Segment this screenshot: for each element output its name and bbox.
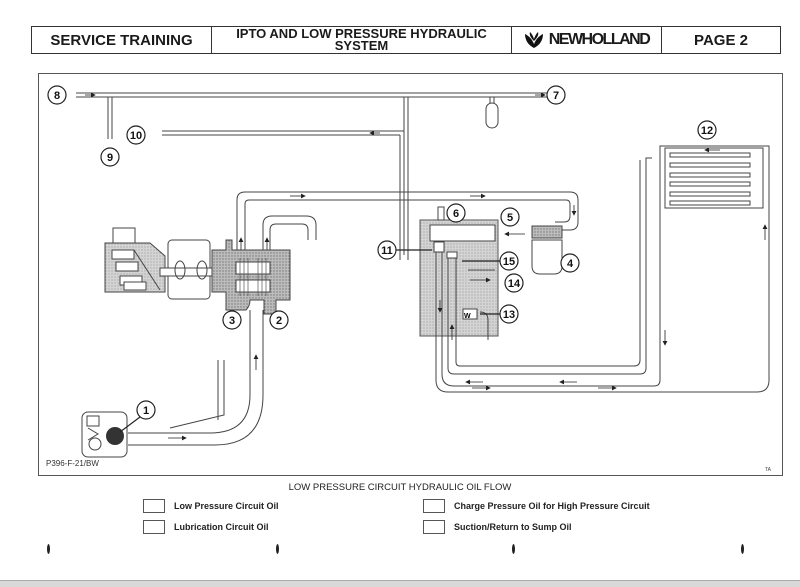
legend-swatch xyxy=(143,499,165,513)
callout-2: 2 xyxy=(269,310,289,330)
callout-14: 14 xyxy=(504,273,524,293)
brand-logo: NEWHOLLAND xyxy=(512,27,662,53)
callout-4: 4 xyxy=(560,253,580,273)
page-title-line1: IPTO AND LOW PRESSURE HYDRAULIC xyxy=(236,26,487,41)
legend-item-low-pressure: Low Pressure Circuit Oil xyxy=(143,499,279,513)
figure-reference: P396-F-21/BW xyxy=(46,459,99,468)
binder-hole-mark xyxy=(512,544,515,554)
callout-8: 8 xyxy=(47,85,67,105)
pressure-line xyxy=(236,191,579,250)
legend-item-charge-pressure: Charge Pressure Oil for High Pressure Ci… xyxy=(423,499,650,513)
oil-filter xyxy=(531,225,563,275)
new-holland-leaf-icon xyxy=(524,32,543,48)
svg-text:1: 1 xyxy=(143,405,149,417)
callout-15: 15 xyxy=(462,251,519,271)
svg-text:14: 14 xyxy=(508,278,521,290)
legend-label: Lubrication Circuit Oil xyxy=(174,522,269,532)
diagram-frame xyxy=(38,73,783,476)
legend-swatch xyxy=(423,520,445,534)
lube-line-top xyxy=(76,92,548,260)
svg-text:10: 10 xyxy=(130,130,142,142)
cooler-fins xyxy=(669,152,751,206)
callout-10: 10 xyxy=(126,125,146,145)
callout-6: 6 xyxy=(446,203,466,223)
svg-text:4: 4 xyxy=(567,258,574,270)
svg-text:5: 5 xyxy=(507,212,513,224)
control-valve-block xyxy=(419,206,499,340)
callout-9: 9 xyxy=(100,147,120,167)
svg-text:6: 6 xyxy=(453,208,459,220)
callout-5: 5 xyxy=(500,207,520,227)
viewer-bottom-edge xyxy=(0,580,800,587)
legend-item-lubrication: Lubrication Circuit Oil xyxy=(143,520,269,534)
legend-item-suction-return: Suction/Return to Sump Oil xyxy=(423,520,572,534)
svg-text:8: 8 xyxy=(54,90,60,102)
valve-label: W xyxy=(464,313,471,320)
legend-swatch xyxy=(423,499,445,513)
callout-12: 12 xyxy=(697,120,717,140)
sump-strainer xyxy=(106,427,124,445)
svg-text:9: 9 xyxy=(107,152,113,164)
svg-text:7: 7 xyxy=(553,90,559,102)
legend-label: Charge Pressure Oil for High Pressure Ci… xyxy=(454,501,650,511)
page-title: IPTO AND LOW PRESSURE HYDRAULIC SYSTEM xyxy=(212,27,512,53)
svg-text:11: 11 xyxy=(381,245,393,257)
svg-text:2: 2 xyxy=(276,315,282,327)
legend-swatch xyxy=(143,520,165,534)
callout-7: 7 xyxy=(546,85,566,105)
legend-label: Low Pressure Circuit Oil xyxy=(174,501,279,511)
suction-line xyxy=(81,310,264,458)
binder-hole-mark xyxy=(276,544,279,554)
callout-3: 3 xyxy=(222,310,242,330)
binder-hole-mark xyxy=(741,544,744,554)
callout-11: 11 xyxy=(377,240,432,260)
svg-text:3: 3 xyxy=(229,315,235,327)
svg-text:12: 12 xyxy=(701,125,713,137)
cooler-lines xyxy=(435,145,770,393)
page-header: SERVICE TRAINING IPTO AND LOW PRESSURE H… xyxy=(31,26,781,54)
legend-label: Suction/Return to Sump Oil xyxy=(454,522,572,532)
binder-hole-mark xyxy=(47,544,50,554)
brand-name: NEWHOLLAND xyxy=(548,31,651,48)
svg-text:13: 13 xyxy=(503,309,515,321)
pto-clutch-assembly xyxy=(104,227,291,315)
corner-mark: TA xyxy=(765,467,772,473)
section-label: SERVICE TRAINING xyxy=(32,27,212,53)
callout-1: 1 xyxy=(119,400,156,433)
page-number: PAGE 2 xyxy=(694,31,748,49)
legend-title: LOW PRESSURE CIRCUIT HYDRAULIC OIL FLOW xyxy=(288,482,512,493)
callout-13: 13 xyxy=(480,304,519,324)
page-title-line2: SYSTEM xyxy=(334,38,389,53)
svg-text:15: 15 xyxy=(503,256,515,268)
